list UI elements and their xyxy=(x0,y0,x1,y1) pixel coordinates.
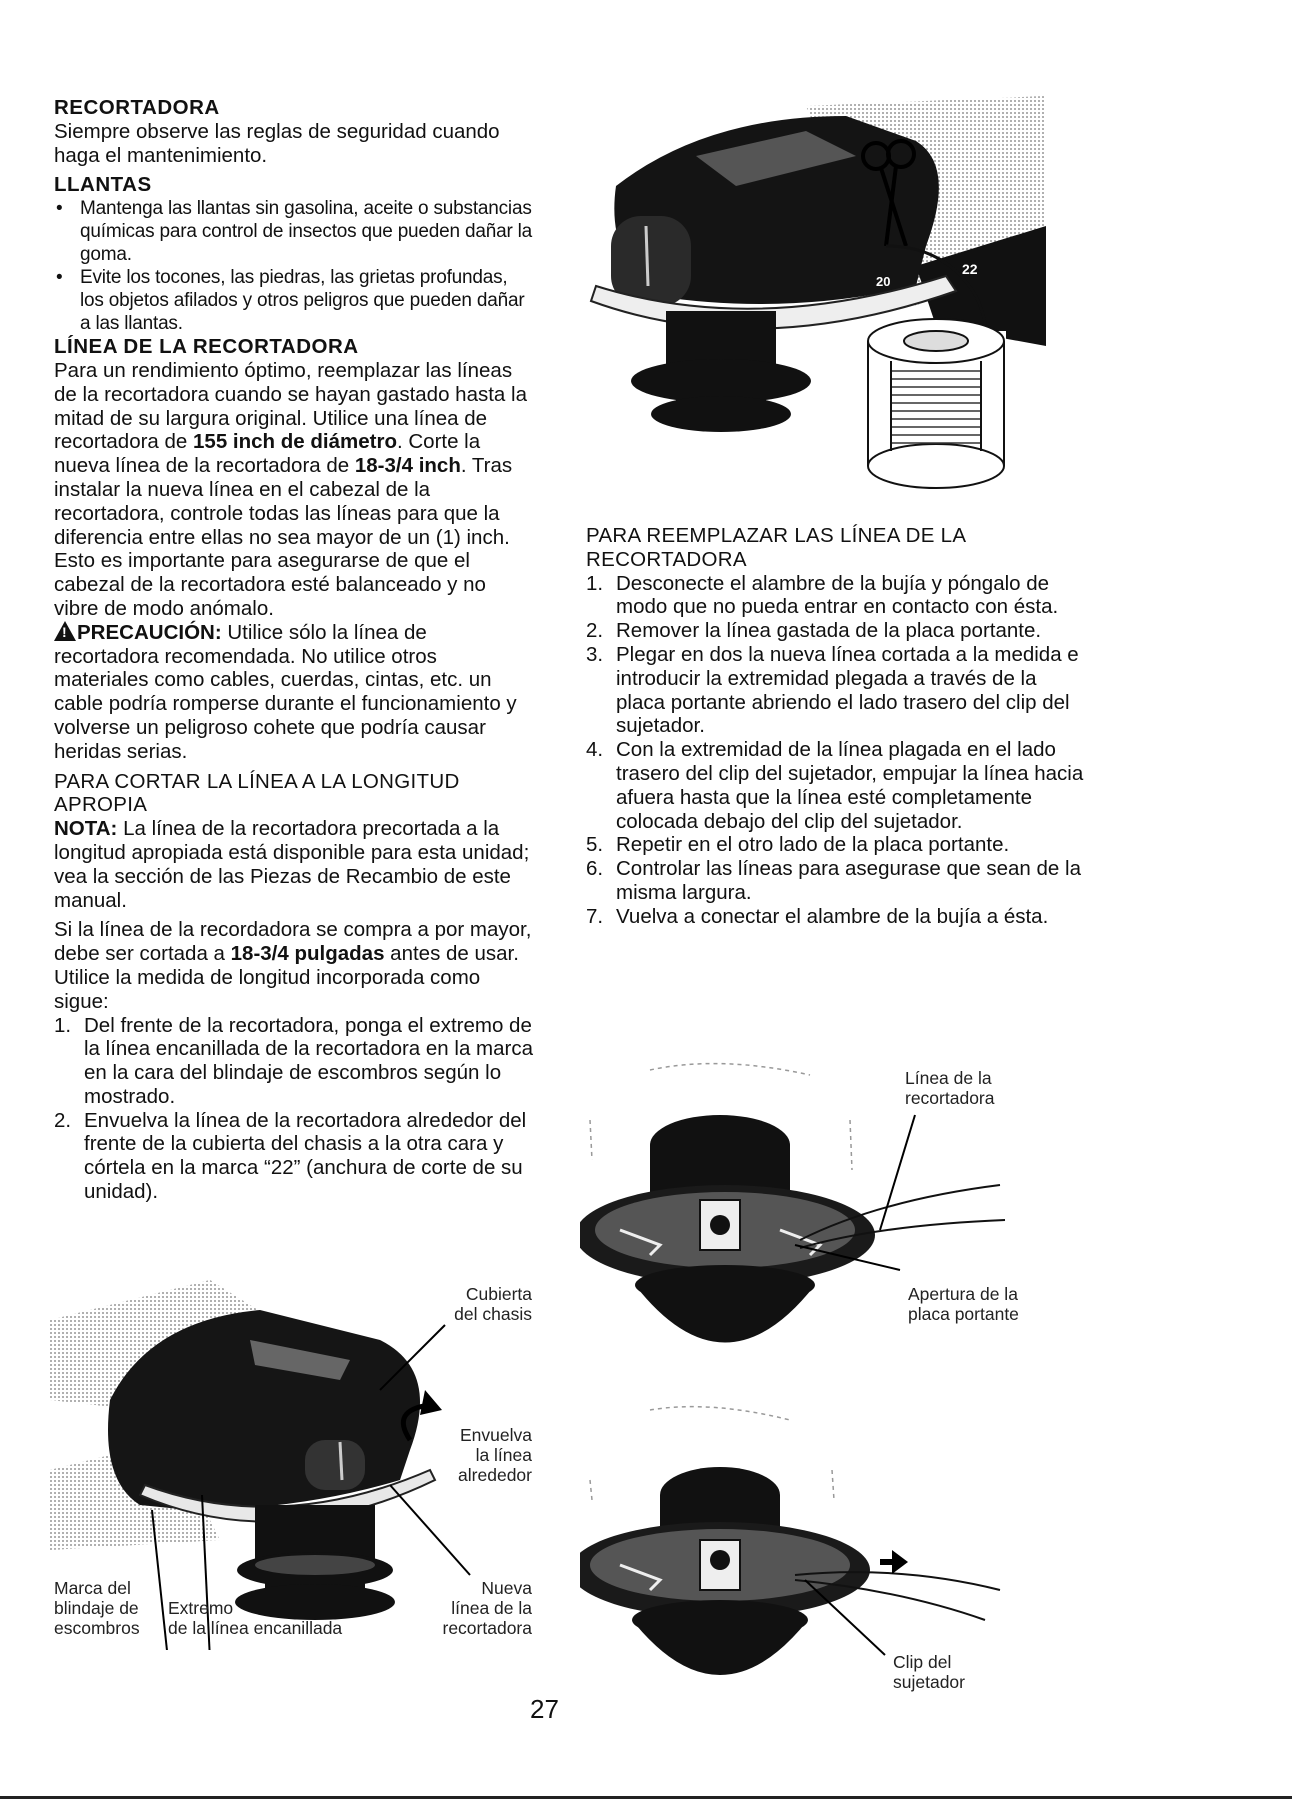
label-line: Línea de la xyxy=(905,1068,992,1088)
label-line: la línea xyxy=(475,1445,532,1465)
reemplazar-steps: 1. Desconecte el alambre de la bujía y pó… xyxy=(586,572,1086,929)
text-run: Utilice sólo la línea de recortadora rec… xyxy=(54,620,517,763)
label-line: alrededor xyxy=(458,1465,532,1485)
step-text: Controlar las líneas para asegurase que … xyxy=(616,857,1081,904)
text-run: Para un rendimiento óptimo, reemplazar l… xyxy=(54,358,527,454)
label-line: del chasis xyxy=(454,1304,532,1324)
list-item: Mantenga las llantas sin gasolina, aceit… xyxy=(54,197,534,266)
label-line: línea de la xyxy=(451,1598,532,1618)
label-envuelva: Envuelva la línea alrededor xyxy=(420,1425,532,1485)
label-linea: Línea de la recortadora xyxy=(905,1068,1035,1108)
figure-spool-heads xyxy=(570,1060,1020,1710)
step-number: 2. xyxy=(586,619,604,643)
left-column: RECORTADORA Siempre observe las reglas d… xyxy=(54,96,534,1204)
step-text: Plegar en dos la nueva línea cortada a l… xyxy=(616,642,1079,738)
list-item: 1. Desconecte el alambre de la bujía y pó… xyxy=(586,572,1086,620)
step-text: Desconecte el alambre de la bujía y póng… xyxy=(616,571,1059,619)
step-text: Del frente de la recortadora, ponga el e… xyxy=(84,1013,533,1108)
label-marca: Marca del blindaje de escombros xyxy=(54,1578,164,1638)
step-number: 1. xyxy=(586,571,604,595)
step-number: 6. xyxy=(586,857,604,881)
llantas-list: Mantenga las llantas sin gasolina, aceit… xyxy=(54,197,534,335)
label-line: recortadora xyxy=(442,1618,533,1638)
precaucion-label: PRECAUCIÓN: xyxy=(77,620,222,644)
list-item: 1. Del frente de la recortadora, ponga el… xyxy=(54,1014,534,1109)
precaucion-paragraph: PRECAUCIÓN: Utilice sólo la línea de rec… xyxy=(54,620,534,764)
heading-recortadora: RECORTADORA xyxy=(54,96,220,119)
linea-paragraph: Para un rendimiento óptimo, reemplazar l… xyxy=(54,359,534,621)
label-line: Nueva xyxy=(481,1578,532,1598)
label-clip: Clip del sujetador xyxy=(893,1652,1013,1692)
list-item: 2. Envuelva la línea de la recortadora al… xyxy=(54,1109,534,1204)
label-line: Clip del xyxy=(893,1652,952,1672)
figure-wrap-line xyxy=(50,1280,550,1661)
mark-20: 20 xyxy=(876,274,890,289)
label-apertura: Apertura de la placa portante xyxy=(908,1284,1058,1324)
step-number: 3. xyxy=(586,642,604,666)
heading-llantas: LLANTAS xyxy=(54,173,152,197)
label-nueva: Nueva línea de la recortadora xyxy=(400,1578,533,1638)
step-text: Remover la línea gastada de la placa por… xyxy=(616,619,1042,643)
label-line: placa portante xyxy=(908,1304,1019,1324)
right-column: PARA REEMPLAZAR LAS LÍNEA DE LA RECORTAD… xyxy=(586,524,1086,929)
step-text: Envuelva la línea de la recortadora alre… xyxy=(84,1108,527,1204)
step-number: 4. xyxy=(586,738,604,762)
step-number: 7. xyxy=(586,904,604,928)
label-line: Extremo xyxy=(168,1598,234,1618)
mayor-paragraph: Si la línea de la recordadora se compra … xyxy=(54,918,534,1013)
warning-icon xyxy=(54,620,76,641)
list-item: 3. Plegar en dos la nueva línea cortada a… xyxy=(586,643,1086,738)
bold-run: 18-3/4 inch xyxy=(354,454,461,478)
label-line: recortadora xyxy=(905,1088,995,1108)
list-item: Evite los tocones, las piedras, las grie… xyxy=(54,266,534,335)
label-cubierta: Cubierta del chasis xyxy=(390,1284,532,1324)
text-run: . Tras instalar la nueva línea en el cab… xyxy=(54,454,513,620)
list-item: 6. Controlar las líneas para asegurase qu… xyxy=(586,857,1086,905)
heading-reemplazar: PARA REEMPLAZAR LAS LÍNEA DE LA RECORTAD… xyxy=(586,524,966,571)
trimmer-head-illustration xyxy=(50,1280,471,1661)
step-text: Con la extremidad de la línea plagada en… xyxy=(616,738,1084,833)
text-run: . Corte la nueva línea de la recortadora… xyxy=(54,430,481,478)
spool-heads-illustration xyxy=(570,1062,1006,1675)
list-item: 5. Repetir en el otro lado de la placa po… xyxy=(586,833,1086,857)
cortar-steps: 1. Del frente de la recortadora, ponga el… xyxy=(54,1014,534,1204)
safety-paragraph: Siempre observe las reglas de seguridad … xyxy=(54,119,500,167)
label-line: Cubierta xyxy=(465,1284,532,1304)
nota-paragraph: NOTA: La línea de la recortadora precort… xyxy=(54,817,534,912)
heading-cortar: PARA CORTAR LA LÍNEA A LA LONGITUD APROP… xyxy=(54,769,460,817)
heading-linea: LÍNEA DE LA RECORTADORA xyxy=(54,335,359,359)
bottom-rule xyxy=(0,1796,1292,1799)
nota-label: NOTA: xyxy=(54,817,118,841)
trimmer-scissors-illustration: 22 20 xyxy=(589,96,1046,489)
bold-run: 18-3/4 pulgadas xyxy=(230,942,385,966)
label-line: escombros xyxy=(54,1618,140,1638)
bold-run: 155 inch de diámetro xyxy=(193,430,397,454)
step-text: Vuelva a conectar el alambre de la bujía… xyxy=(616,904,1049,928)
step-number: 2. xyxy=(54,1108,72,1132)
label-line: Marca del xyxy=(54,1578,131,1598)
label-line: Apertura de la xyxy=(908,1284,1018,1304)
label-line: de la línea encanillada xyxy=(168,1618,343,1638)
label-line: sujetador xyxy=(893,1672,965,1692)
list-item: 7. Vuelva a conectar el alambre de la buj… xyxy=(586,905,1086,929)
step-text: Repetir en el otro lado de la placa port… xyxy=(616,833,1010,857)
label-extremo: Extremo de la línea encanillada xyxy=(168,1598,368,1638)
step-number: 5. xyxy=(586,833,604,857)
figure-cut-line: 22 20 xyxy=(586,96,1046,496)
label-line: blindaje de xyxy=(54,1598,139,1618)
text-run: La línea de la recortadora precortada a … xyxy=(54,817,530,912)
label-line: Envuelva xyxy=(460,1425,532,1445)
text-run: Si la línea de la recordadora se compra … xyxy=(54,918,532,966)
list-item: 2. Remover la línea gastada de la placa p… xyxy=(586,619,1086,643)
mark-22: 22 xyxy=(962,261,978,277)
list-item: 4. Con la extremidad de la línea plagada … xyxy=(586,738,1086,833)
text-run: antes de usar. Utilice la medida de long… xyxy=(54,942,519,1013)
page-number: 27 xyxy=(530,1694,559,1724)
step-number: 1. xyxy=(54,1013,72,1037)
